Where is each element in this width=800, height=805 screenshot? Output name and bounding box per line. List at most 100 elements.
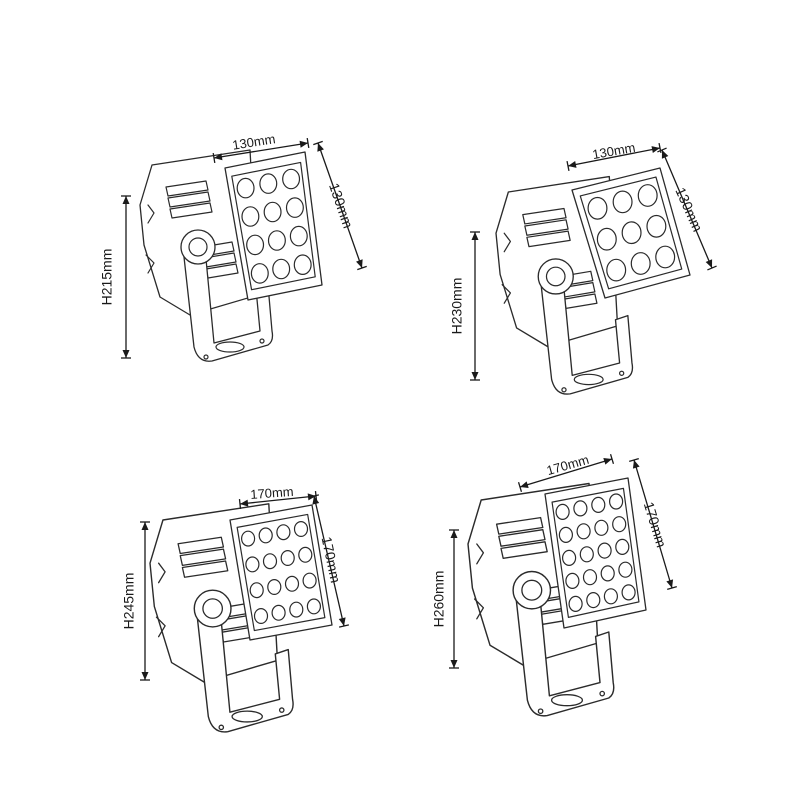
led-lens	[555, 503, 570, 520]
led-lens	[576, 523, 591, 540]
width-label: 130mm	[231, 131, 276, 153]
led-lens	[271, 604, 286, 621]
width-dimension-line	[239, 495, 317, 505]
led-lens	[306, 598, 321, 615]
led-lens	[618, 561, 633, 578]
width-dimension-tick-end	[609, 454, 615, 464]
led-lens	[596, 227, 617, 251]
led-lens	[600, 565, 615, 582]
floodlight-drawing-1: H215mm 130mm 130mm	[99, 131, 367, 362]
width-dimension-arrow-end	[651, 146, 660, 153]
height-dimension-arrow-start	[450, 530, 458, 538]
lens-panel	[579, 176, 683, 290]
width-dimension-tick-start	[566, 160, 570, 172]
led-lens	[258, 527, 273, 544]
depth-dimension-tick-start	[308, 494, 320, 498]
led-lens	[280, 549, 295, 566]
led-lens	[236, 177, 255, 199]
led-lens	[289, 225, 308, 247]
led-lens	[293, 520, 309, 537]
led-lens	[646, 214, 667, 238]
led-lens	[597, 542, 612, 559]
led-lens	[262, 553, 278, 570]
height-label: H245mm	[121, 573, 137, 630]
led-lens	[621, 584, 636, 601]
led-lens	[612, 190, 633, 214]
lens-frame	[544, 477, 647, 629]
height-dimension-arrow-start	[471, 232, 479, 240]
width-dimension-tick-start	[517, 482, 523, 492]
led-lens	[586, 591, 601, 609]
led-lens	[579, 546, 594, 563]
led-lens	[246, 234, 265, 256]
led-lens	[241, 530, 256, 547]
led-lens	[608, 493, 624, 510]
led-lens	[250, 263, 269, 284]
led-lens	[603, 588, 619, 605]
lens-panel	[231, 161, 316, 291]
depth-dimension-arrow-start	[312, 496, 320, 505]
led-lens	[637, 184, 658, 207]
lens-panel	[236, 513, 326, 632]
led-lens	[285, 197, 304, 218]
height-dimension-arrow-end	[141, 672, 149, 680]
lens-frame	[224, 151, 323, 301]
width-dimension-line	[567, 147, 661, 167]
width-dimension-arrow-start	[214, 153, 223, 161]
lens-panel	[551, 487, 640, 618]
led-lens	[568, 595, 583, 613]
depth-dimension-tick-end	[707, 265, 717, 271]
width-dimension-line	[519, 458, 613, 488]
led-lens	[655, 245, 676, 269]
width-dimension-line	[213, 142, 309, 159]
led-lens	[267, 230, 286, 251]
width-label: 130mm	[591, 140, 636, 162]
led-lens	[263, 201, 282, 223]
height-label: H260mm	[431, 571, 447, 628]
width-dimension-arrow-start	[240, 499, 249, 507]
depth-label: 130mm	[672, 185, 706, 234]
led-lens	[253, 607, 269, 624]
depth-dimension-tick-end	[357, 265, 367, 271]
depth-dimension-arrow-end	[338, 617, 346, 626]
led-lens	[272, 258, 291, 280]
depth-dimension-arrow-start	[317, 143, 324, 152]
depth-label: 130mm	[326, 181, 356, 230]
depth-dimension-line	[317, 142, 363, 269]
depth-dimension-tick-start	[313, 140, 323, 146]
led-lens	[630, 252, 651, 275]
width-label: 170mm	[250, 484, 294, 502]
led-lens	[282, 168, 301, 190]
depth-dimension-arrow-end	[705, 259, 713, 268]
height-dimension-arrow-start	[122, 196, 130, 204]
depth-dimension-arrow-start	[661, 150, 669, 159]
led-lens	[621, 221, 642, 245]
height-dimension-arrow-end	[471, 372, 479, 380]
height-dimension-arrow-start	[141, 522, 149, 530]
depth-dimension-tick-start	[629, 457, 639, 463]
led-lens	[582, 569, 598, 586]
led-lens	[289, 601, 304, 618]
led-lens	[284, 575, 300, 592]
depth-dimension-line	[661, 149, 713, 269]
led-lens	[573, 500, 588, 517]
depth-dimension-tick-end	[667, 585, 677, 591]
width-dimension-arrow-end	[603, 457, 612, 465]
width-label: 170mm	[545, 452, 591, 478]
height-dimension-arrow-end	[122, 350, 130, 358]
led-lens	[259, 173, 278, 194]
led-lens	[565, 572, 580, 590]
depth-dimension-line	[313, 495, 345, 627]
depth-dimension-tick-start	[657, 147, 667, 153]
led-lens	[276, 524, 291, 541]
led-lens	[241, 206, 260, 227]
depth-label: 170mm	[641, 500, 670, 549]
depth-dimension-arrow-end	[666, 579, 674, 588]
width-dimension-arrow-start	[568, 161, 577, 168]
led-lens	[606, 258, 627, 282]
height-label: H215mm	[99, 249, 115, 306]
floodlight-drawing-4: H260mm 170mm 170mm	[431, 452, 677, 717]
